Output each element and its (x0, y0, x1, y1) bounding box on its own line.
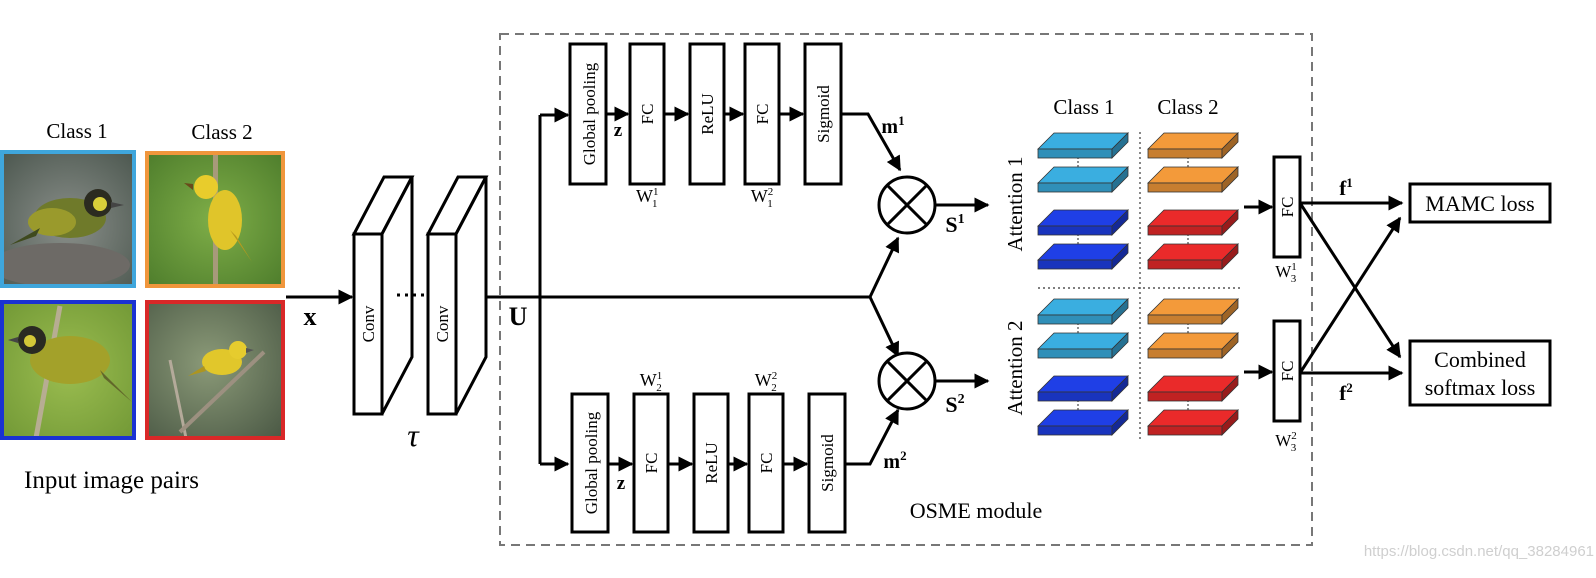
conv1-label: Conv (359, 305, 378, 342)
combined-softmax-loss-box (1408, 339, 1552, 407)
frame-class2-bottom (145, 300, 285, 440)
top-fc2-box (743, 42, 781, 186)
combined-loss-line1: Combined (1434, 347, 1526, 372)
trunk-to-mult-top (868, 236, 900, 298)
osme-title: OSME module (910, 498, 1043, 523)
plate-att2-class2-3 (1147, 375, 1239, 402)
top-multiply-icon (877, 175, 937, 235)
top-fc1-box (628, 42, 666, 186)
plate-att2-class1-4 (1037, 409, 1129, 436)
conv-block-1: Conv (351, 175, 415, 416)
plate-att2-class2-1 (1147, 298, 1239, 325)
output-fc-top-label: FC (1278, 197, 1297, 218)
bottom-fc1-label: FC (642, 453, 661, 474)
top-fc2-label: FC (753, 104, 772, 125)
attention-plates (1037, 132, 1239, 436)
top-sigmoid-label: Sigmoid (814, 85, 833, 143)
osme-module: OSME module Global pooling z FC ReLU FC … (486, 33, 1313, 546)
plate-att2-class2-2 (1147, 332, 1239, 359)
x-label: x (304, 302, 317, 331)
bottom-sigmoid-label: Sigmoid (818, 434, 837, 492)
plate-att1-class1-1 (1037, 132, 1129, 159)
top-z-label: z (614, 120, 623, 141)
plate-att2-class2-4 (1147, 409, 1239, 436)
f2-to-mamc-arrow (1298, 216, 1402, 374)
top-global-pooling-label: Global pooling (580, 62, 599, 165)
input-section: Class 1 Class 2 (0, 119, 285, 494)
bottom-fc2-box (747, 392, 785, 534)
bird-photo-class2-bottom (145, 300, 285, 440)
bottom-s-label: S2 (945, 392, 964, 417)
f2-label: f2 (1339, 380, 1353, 405)
output-fc-top-box (1272, 155, 1302, 259)
watermark: https://blog.csdn.net/qq_38284961 (1364, 543, 1594, 560)
bottom-m-label: m2 (883, 448, 906, 473)
bottom-global-pooling-label: Global pooling (582, 411, 601, 514)
bottom-multiply-icon (877, 351, 937, 411)
input-class1-label: Class 1 (46, 119, 107, 143)
bottom-fc2-label: FC (757, 453, 776, 474)
conv-block-2: Conv (425, 175, 489, 416)
bottom-global-pooling-box (570, 392, 610, 534)
plate-att1-class2-1 (1147, 132, 1239, 159)
bird-photo-class2-top (145, 151, 285, 288)
conv2-label: Conv (433, 305, 452, 342)
top-sigmoid-box (803, 42, 843, 186)
bottom-relu-label: ReLU (702, 442, 721, 484)
input-class2-label: Class 2 (191, 120, 252, 144)
backbone-section: x Conv Conv τ U (286, 175, 528, 453)
mamc-loss-label: MAMC loss (1425, 191, 1534, 216)
top-m-label: m1 (881, 113, 904, 138)
plate-att1-class1-3 (1037, 209, 1129, 236)
bottom-fc1-box (632, 392, 670, 534)
u-label: U (509, 302, 528, 331)
mamc-loss-box (1408, 182, 1552, 224)
frame-class1-bottom (0, 300, 136, 440)
plate-att1-class2-3 (1147, 209, 1239, 236)
frame-class2-top (145, 151, 285, 288)
combined-loss-line2: softmax loss (1425, 375, 1536, 400)
input-caption: Input image pairs (24, 467, 199, 494)
plate-att2-class1-3 (1037, 375, 1129, 402)
plate-att2-class1-2 (1037, 332, 1129, 359)
trunk-to-mult-bottom (868, 296, 900, 358)
top-s-label: S1 (945, 212, 964, 237)
plate-att1-class2-2 (1147, 166, 1239, 193)
f1-label: f1 (1339, 175, 1353, 200)
output-fc-bottom-label: FC (1278, 361, 1297, 382)
osme-dashed-border (499, 33, 1313, 546)
top-fc1-label: FC (638, 104, 657, 125)
plate-att2-class1-1 (1037, 298, 1129, 325)
bird-photo-class1-bottom (0, 300, 136, 440)
attention-maps: Class 1 Class 2 Attention 1 Attention 2 (1003, 95, 1240, 440)
attention-class2-label: Class 2 (1157, 95, 1218, 119)
plate-att1-class1-4 (1037, 243, 1129, 270)
tau-label: τ (407, 417, 420, 453)
attention2-label: Attention 2 (1003, 320, 1027, 415)
f1-to-softmax-arrow (1298, 202, 1402, 359)
bottom-z-label: z (617, 473, 626, 494)
plate-att1-class1-2 (1037, 166, 1129, 193)
attention-class1-label: Class 1 (1053, 95, 1114, 119)
plate-att1-class2-4 (1147, 243, 1239, 270)
top-relu-label: ReLU (698, 93, 717, 135)
bird-photo-class1-top (0, 150, 136, 288)
attention1-label: Attention 1 (1003, 156, 1027, 251)
frame-class1-top (0, 150, 136, 288)
output-fc-bottom-box (1272, 319, 1302, 423)
bottom-sigmoid-to-mult (845, 408, 900, 466)
top-sigmoid-to-mult (841, 112, 902, 172)
